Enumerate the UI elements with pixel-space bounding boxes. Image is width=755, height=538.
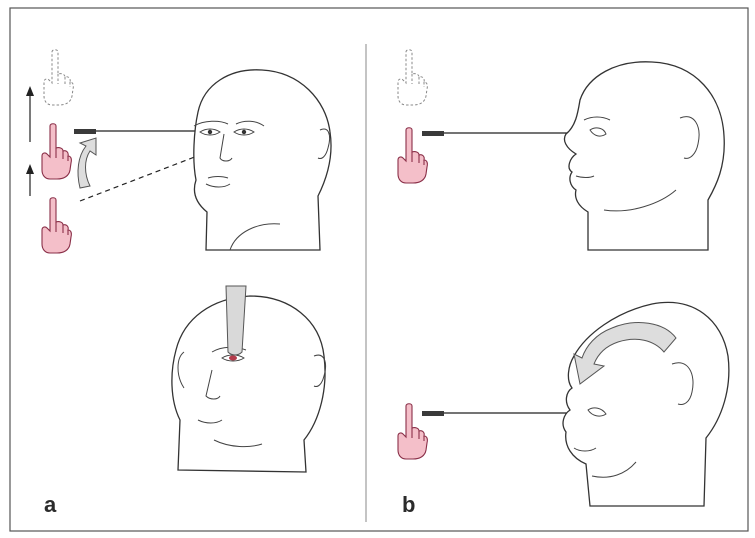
head-profile-upright — [564, 62, 724, 250]
up-arrow-top — [26, 86, 34, 142]
curved-arrow-icon — [78, 138, 96, 188]
panel-b — [398, 50, 729, 506]
panel-label-a: a — [44, 492, 56, 518]
panel-a — [26, 50, 331, 472]
pointing-hand-b-icon — [398, 128, 427, 183]
pointing-hand-icon — [42, 124, 71, 179]
up-arrow-bottom — [26, 164, 34, 196]
ghost-hand-icon — [44, 50, 73, 105]
head-frontal-view — [194, 70, 331, 250]
fixation-bar-icon — [74, 129, 96, 134]
ghost-hand-icon-b — [398, 50, 427, 105]
pointing-hand-lower-icon — [42, 198, 71, 253]
fixation-bar-b-lower-icon — [422, 411, 444, 416]
head-lower-view — [172, 286, 326, 472]
panel-label-b: b — [402, 492, 415, 518]
fixation-bar-b-icon — [422, 131, 444, 136]
